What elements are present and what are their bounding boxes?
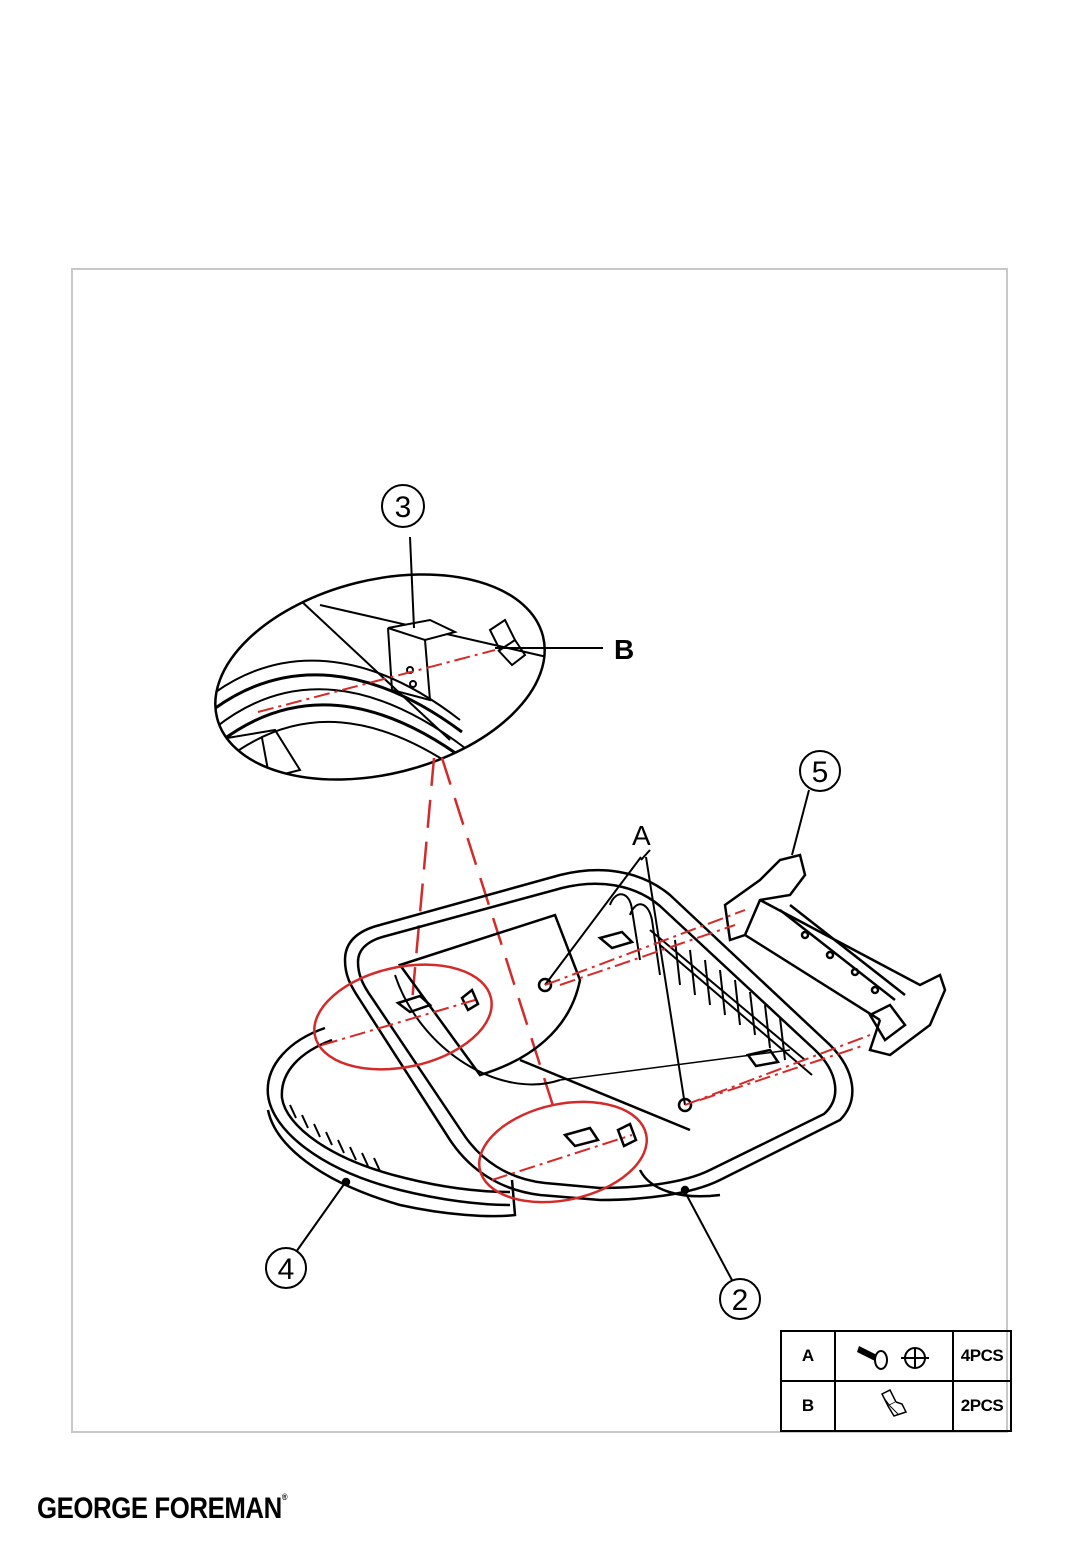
table-row: A 4PCS [781,1331,1011,1381]
parts-table: A 4PCS B 2PCS [780,1330,1012,1432]
part-letter: A [781,1331,835,1381]
drip-tray [268,1028,515,1216]
label-a: A [632,820,651,851]
callout-5: 5 [800,751,840,791]
label-b: B [614,634,634,665]
callout-2: 2 [720,1279,760,1319]
zoom-detail [194,537,603,812]
callout-3: 3 [382,485,424,527]
hinge-bracket [725,855,945,1055]
svg-text:2: 2 [732,1284,749,1317]
grill-housing [345,870,852,1200]
brand-logo: GEORGE FOREMAN® [37,1492,287,1526]
part-qty: 2PCS [953,1381,1011,1431]
zoom-projection-lines [412,758,555,1112]
svg-text:3: 3 [395,491,412,524]
clip-bracket-icon [864,1384,924,1424]
svg-text:5: 5 [812,756,829,789]
callout-4: 4 [266,1248,306,1288]
table-row: B 2PCS [781,1381,1011,1431]
part-qty: 4PCS [953,1331,1011,1381]
screw-and-washer-icon [849,1334,939,1374]
part-letter: B [781,1381,835,1431]
leader-lines [296,790,809,1282]
svg-text:4: 4 [278,1253,295,1286]
